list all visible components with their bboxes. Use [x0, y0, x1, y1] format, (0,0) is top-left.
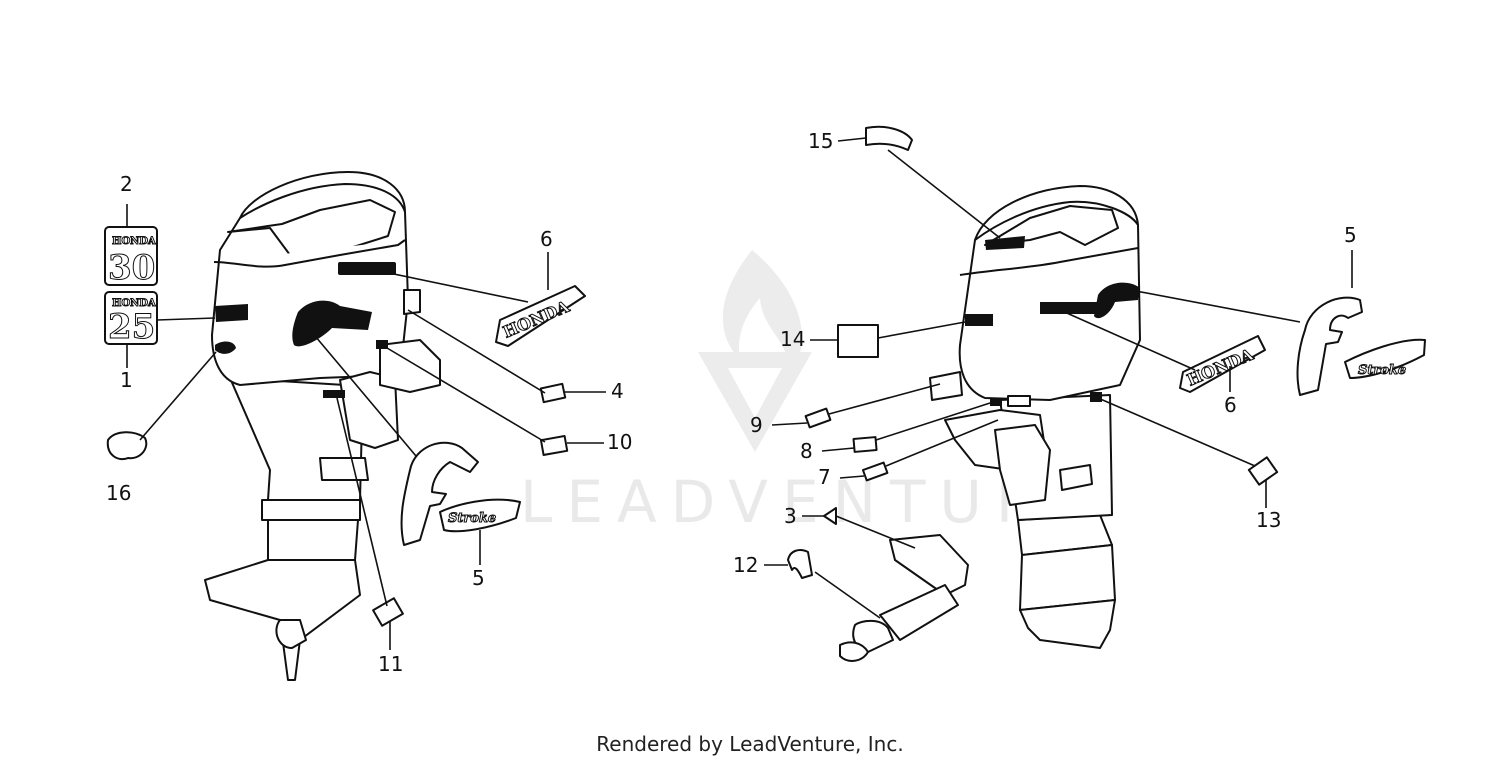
callout-12: 12	[733, 553, 758, 577]
decal-four-stroke-left: Stroke	[400, 441, 521, 546]
svg-text:HONDA: HONDA	[112, 298, 156, 309]
left-motor-label-10	[376, 340, 388, 349]
watermark-flame-icon	[722, 250, 802, 375]
right-leader-lines	[764, 137, 1353, 619]
decal-13	[1247, 456, 1279, 486]
watermark: LEADVENTURE	[520, 250, 1101, 536]
svg-text:30: 30	[108, 248, 155, 288]
right-callouts: 15 14 9 8 7 3 12 5 6 13	[733, 129, 1357, 577]
callout-5: 5	[472, 566, 485, 590]
decal-12	[787, 549, 813, 579]
decal-honda-30: HONDA 30	[104, 226, 158, 289]
callout-10: 10	[607, 430, 632, 454]
decal-honda-wordmark-right: HONDA	[1179, 335, 1266, 393]
left-callouts: 2 1 16 6 4 10 5 11	[106, 172, 632, 676]
right-motor-label-plate	[1007, 395, 1031, 407]
left-motor-size-decal	[215, 304, 248, 322]
callout-14: 14	[780, 327, 805, 351]
callout-6: 6	[540, 227, 553, 251]
right-motor-label-13	[1090, 392, 1102, 402]
right-motor-four-stroke-mark	[1094, 282, 1140, 319]
callout-13: 13	[1256, 508, 1281, 532]
tiller-handle	[839, 534, 969, 662]
rendered-by-footer: Rendered by LeadVenture, Inc.	[596, 732, 904, 756]
callout-15: 15	[808, 129, 833, 153]
left-outboard-motor	[204, 171, 441, 681]
callout-6-right: 6	[1224, 393, 1237, 417]
decal-8	[852, 436, 878, 453]
callout-16: 16	[106, 481, 131, 505]
svg-text:HONDA: HONDA	[112, 236, 156, 247]
decal-honda-25: HONDA 25	[104, 291, 158, 348]
callout-1: 1	[120, 368, 133, 392]
decal-honda-wordmark-left: HONDA	[495, 285, 586, 347]
decal-10	[539, 435, 569, 456]
left-motor-label-11	[323, 390, 345, 398]
right-motor-honda-stripe	[1040, 302, 1098, 314]
decal-16-emblem	[106, 431, 148, 460]
decal-14	[837, 324, 879, 358]
left-leader-lines	[126, 204, 606, 650]
svg-text:25: 25	[108, 307, 155, 347]
callout-11: 11	[378, 652, 403, 676]
svg-text:Stroke: Stroke	[1358, 363, 1406, 378]
callout-5-right: 5	[1344, 223, 1357, 247]
left-motor-four-stroke-mark	[292, 300, 372, 347]
decal-7	[861, 461, 889, 482]
decal-4	[539, 382, 567, 404]
decal-four-stroke-right: Stroke	[1296, 296, 1426, 396]
right-motor-label-8	[990, 398, 1002, 406]
callout-8: 8	[800, 439, 813, 463]
decal-11	[372, 597, 404, 627]
right-outboard-motor	[929, 185, 1141, 649]
right-motor-label-14	[965, 314, 993, 326]
right-motor-label-15	[985, 236, 1025, 250]
left-motor-small-logo	[215, 341, 236, 354]
svg-text:HONDA: HONDA	[1184, 345, 1256, 390]
callout-2: 2	[120, 172, 133, 196]
callout-7: 7	[818, 465, 831, 489]
svg-text:Stroke: Stroke	[448, 511, 496, 526]
callout-3: 3	[784, 504, 797, 528]
decal-15	[865, 125, 913, 151]
callout-4: 4	[611, 379, 624, 403]
watermark-text: LEADVENTURE	[520, 468, 1101, 536]
callout-9: 9	[750, 413, 763, 437]
watermark-v-icon	[698, 352, 812, 452]
decal-9	[804, 407, 832, 429]
